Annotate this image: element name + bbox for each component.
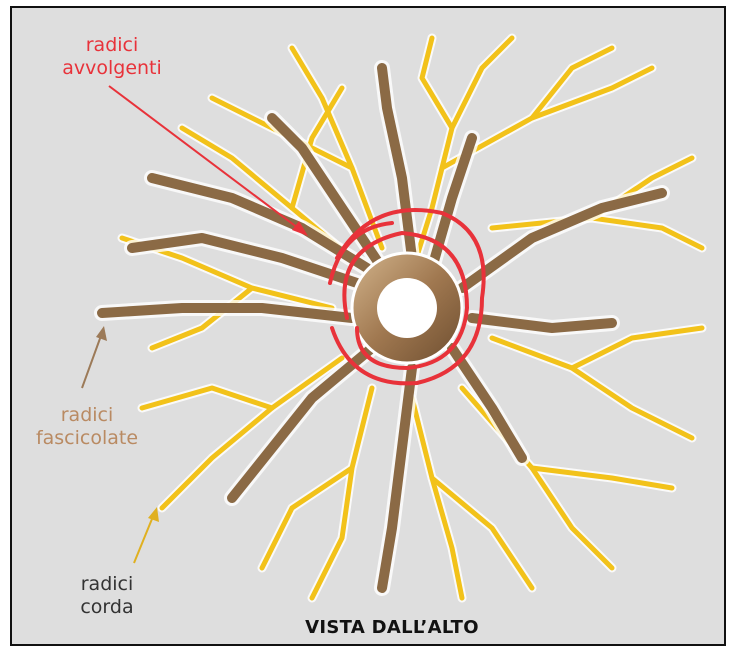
fibrous-roots-arrow <box>82 333 102 388</box>
root-diagram <box>12 8 726 646</box>
label-line: radici <box>47 34 177 57</box>
arrows <box>82 86 308 563</box>
cord-roots-arrow <box>134 514 154 563</box>
label-line: avvolgenti <box>47 57 177 80</box>
label-line: radici <box>52 573 162 596</box>
trunk <box>352 253 462 363</box>
arrowhead-icon <box>148 507 159 522</box>
label-line: corda <box>52 596 162 619</box>
label-line: fascicolate <box>22 427 152 450</box>
arrowhead-icon <box>96 326 107 341</box>
caption: VISTA DALL’ALTO <box>242 617 542 639</box>
wrapping-roots-arrow <box>109 86 302 231</box>
wrapping-roots-label: radici avvolgenti <box>47 34 177 80</box>
cord-roots-label: radici corda <box>52 573 162 619</box>
label-line: radici <box>22 404 152 427</box>
diagram-frame: radici avvolgenti radici fascicolate rad… <box>10 6 726 646</box>
fibrous-roots-label: radici fascicolate <box>22 404 152 450</box>
